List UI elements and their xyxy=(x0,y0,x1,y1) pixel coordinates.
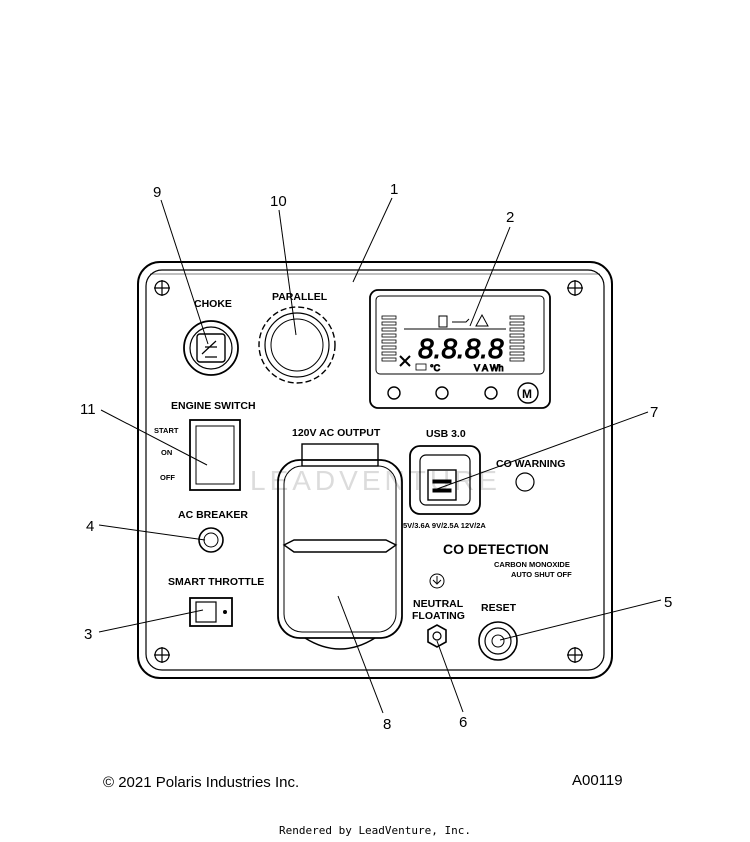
ground-terminal[interactable] xyxy=(427,624,447,648)
callout-6: 6 xyxy=(459,714,467,731)
leader-10 xyxy=(278,209,297,336)
ac-output-label: 120V AC OUTPUT xyxy=(292,427,381,439)
battery-icon xyxy=(415,363,427,371)
leader-5 xyxy=(499,599,662,641)
co-detection-title: CO DETECTION xyxy=(443,541,549,557)
usb-port[interactable] xyxy=(409,445,481,515)
lcd-digits: 8.8.8.8 xyxy=(418,333,504,364)
ac-outlet-cover[interactable] xyxy=(277,443,403,650)
unit-volt-amp-icon: V A Wh xyxy=(474,363,504,373)
corner-screws xyxy=(154,280,583,663)
parallel-port[interactable] xyxy=(258,306,336,384)
callout-5: 5 xyxy=(664,594,672,611)
rendered-by-text: Rendered by LeadVenture, Inc. xyxy=(278,824,472,837)
callout-10: 10 xyxy=(270,193,287,210)
neutral-label: NEUTRAL xyxy=(413,598,464,610)
left-bar-gauge xyxy=(381,315,397,362)
mode-button-label: M xyxy=(522,387,532,401)
callout-9: 9 xyxy=(153,184,161,201)
screw-icon xyxy=(154,280,170,296)
callout-3: 3 xyxy=(84,626,92,643)
leader-7 xyxy=(436,411,649,490)
callout-2: 2 xyxy=(506,209,514,226)
usb-specs: 5V/3.6A 9V/2.5A 12V/2A xyxy=(403,521,486,530)
smart-throttle-label: SMART THROTTLE xyxy=(168,576,264,588)
leader-8 xyxy=(337,595,384,714)
callout-1: 1 xyxy=(390,181,398,198)
leader-4 xyxy=(98,524,206,541)
leader-1 xyxy=(352,197,393,283)
lcd-button-2[interactable] xyxy=(435,386,449,400)
parallel-label: PARALLEL xyxy=(272,291,328,303)
engine-switch[interactable] xyxy=(189,419,241,491)
fan-icon xyxy=(399,355,411,367)
smart-throttle-switch[interactable] xyxy=(189,597,233,627)
lcd-button-1[interactable] xyxy=(387,386,401,400)
ac-breaker-label: AC BREAKER xyxy=(178,509,248,521)
reset-button[interactable] xyxy=(478,621,518,661)
leader-6 xyxy=(436,640,464,713)
floating-label: FLOATING xyxy=(412,610,465,622)
figure-id: A00119 xyxy=(572,772,623,789)
screw-icon xyxy=(567,647,583,663)
leader-2 xyxy=(469,226,511,327)
ground-icon xyxy=(429,573,445,589)
panel-frame xyxy=(137,261,613,679)
engine-switch-on: ON xyxy=(161,448,172,457)
lcd-button-3[interactable] xyxy=(484,386,498,400)
callout-7: 7 xyxy=(650,404,658,421)
engine-switch-start: START xyxy=(154,426,179,435)
co-warning-lamp xyxy=(515,472,535,492)
temperature-icon: °C xyxy=(430,363,441,373)
fuel-icon xyxy=(438,315,448,328)
warning-triangle-icon xyxy=(475,313,489,327)
reset-label: RESET xyxy=(481,602,517,614)
screw-icon xyxy=(154,647,170,663)
lcd-buttons xyxy=(387,382,539,404)
leader-9 xyxy=(160,199,209,345)
callout-11: 11 xyxy=(80,401,96,418)
oil-icon xyxy=(452,318,470,323)
engine-switch-label: ENGINE SWITCH xyxy=(171,400,256,412)
callout-8: 8 xyxy=(383,716,391,733)
usb-label: USB 3.0 xyxy=(426,428,466,440)
screw-icon xyxy=(567,280,583,296)
mode-button[interactable] xyxy=(517,382,539,404)
engine-switch-off: OFF xyxy=(160,473,175,482)
leader-3 xyxy=(98,609,204,633)
copyright-text: © 2021 Polaris Industries Inc. xyxy=(103,774,300,791)
lcd-display: °C V A Wh xyxy=(369,289,551,409)
callout-4: 4 xyxy=(86,518,94,535)
watermark: LEADVENTURE xyxy=(250,465,501,496)
leader-lines xyxy=(98,197,662,714)
co-detection-sub1: CARBON MONOXIDE xyxy=(494,560,570,569)
leader-11 xyxy=(100,409,208,466)
co-detection-sub2: AUTO SHUT OFF xyxy=(511,570,572,579)
right-bar-gauge xyxy=(509,315,525,362)
choke-knob[interactable] xyxy=(183,320,239,376)
choke-label: CHOKE xyxy=(194,298,232,310)
